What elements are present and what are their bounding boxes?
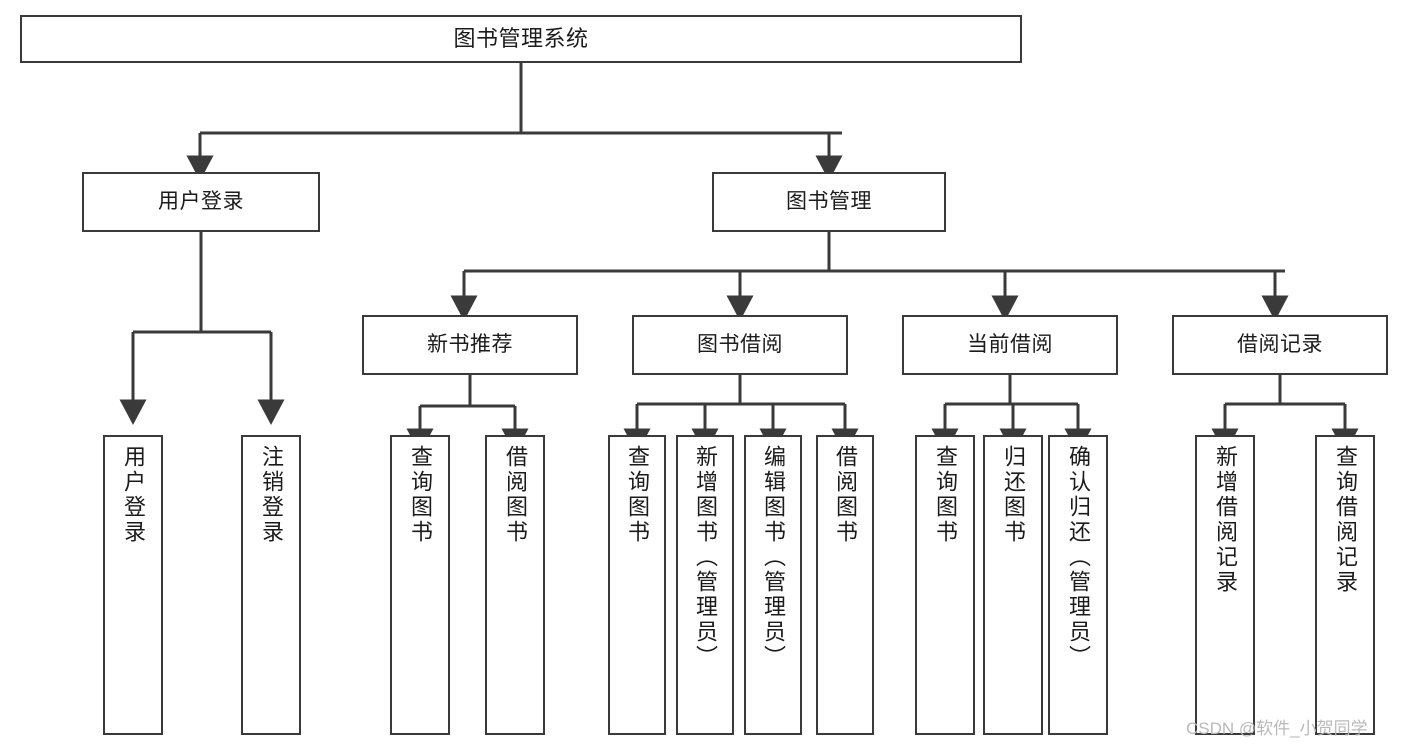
node-leaf-add-record-label: 新增借阅记录 [1213,445,1238,595]
node-leaf-add-book-label: 新增图书（管理员） [693,445,718,670]
node-root-label: 图书管理系统 [453,26,589,52]
node-root[interactable]: 图书管理系统 [20,15,1022,63]
node-leaf-borrow-book-1[interactable]: 借阅图书 [485,435,545,735]
node-leaf-borrow-book-2-label: 借阅图书 [833,445,858,545]
node-leaf-edit-book-label: 编辑图书（管理员） [761,445,786,670]
node-leaf-user-login-label: 用户登录 [121,445,146,545]
node-user-login[interactable]: 用户登录 [82,172,320,232]
node-book-management[interactable]: 图书管理 [712,172,946,232]
node-leaf-return-book[interactable]: 归还图书 [983,435,1043,735]
node-book-borrow[interactable]: 图书借阅 [632,315,848,375]
node-leaf-user-login[interactable]: 用户登录 [103,435,163,735]
node-leaf-query-book-3-label: 查询图书 [933,445,958,545]
node-leaf-confirm-return[interactable]: 确认归还（管理员） [1048,435,1108,735]
node-book-management-label: 图书管理 [786,189,872,213]
node-current-borrow-label: 当前借阅 [967,332,1053,356]
node-current-borrow[interactable]: 当前借阅 [902,315,1118,375]
node-leaf-borrow-book-1-label: 借阅图书 [503,445,528,545]
node-leaf-query-record-label: 查询借阅记录 [1333,445,1358,595]
node-leaf-query-record[interactable]: 查询借阅记录 [1315,435,1375,735]
node-leaf-query-book-2[interactable]: 查询图书 [608,435,666,735]
node-leaf-query-book-1-label: 查询图书 [408,445,433,545]
csdn-watermark: CSDN @软件_小贺同学 [1186,719,1368,738]
node-leaf-confirm-return-label: 确认归还（管理员） [1066,445,1091,670]
node-leaf-query-book-2-label: 查询图书 [625,445,650,545]
node-leaf-return-book-label: 归还图书 [1001,445,1026,545]
node-book-borrow-label: 图书借阅 [697,332,783,356]
node-new-book-recommend[interactable]: 新书推荐 [362,315,578,375]
node-leaf-query-book-1[interactable]: 查询图书 [390,435,450,735]
node-borrow-record-label: 借阅记录 [1237,332,1323,356]
node-leaf-add-record[interactable]: 新增借阅记录 [1195,435,1255,735]
node-leaf-add-book[interactable]: 新增图书（管理员） [676,435,734,735]
node-new-book-recommend-label: 新书推荐 [427,332,513,356]
node-leaf-borrow-book-2[interactable]: 借阅图书 [816,435,874,735]
node-borrow-record[interactable]: 借阅记录 [1172,315,1388,375]
node-user-login-label: 用户登录 [158,189,244,213]
node-leaf-logout-login-label: 注销登录 [259,445,284,545]
node-leaf-query-book-3[interactable]: 查询图书 [915,435,975,735]
node-leaf-logout-login[interactable]: 注销登录 [241,435,301,735]
node-leaf-edit-book[interactable]: 编辑图书（管理员） [744,435,802,735]
